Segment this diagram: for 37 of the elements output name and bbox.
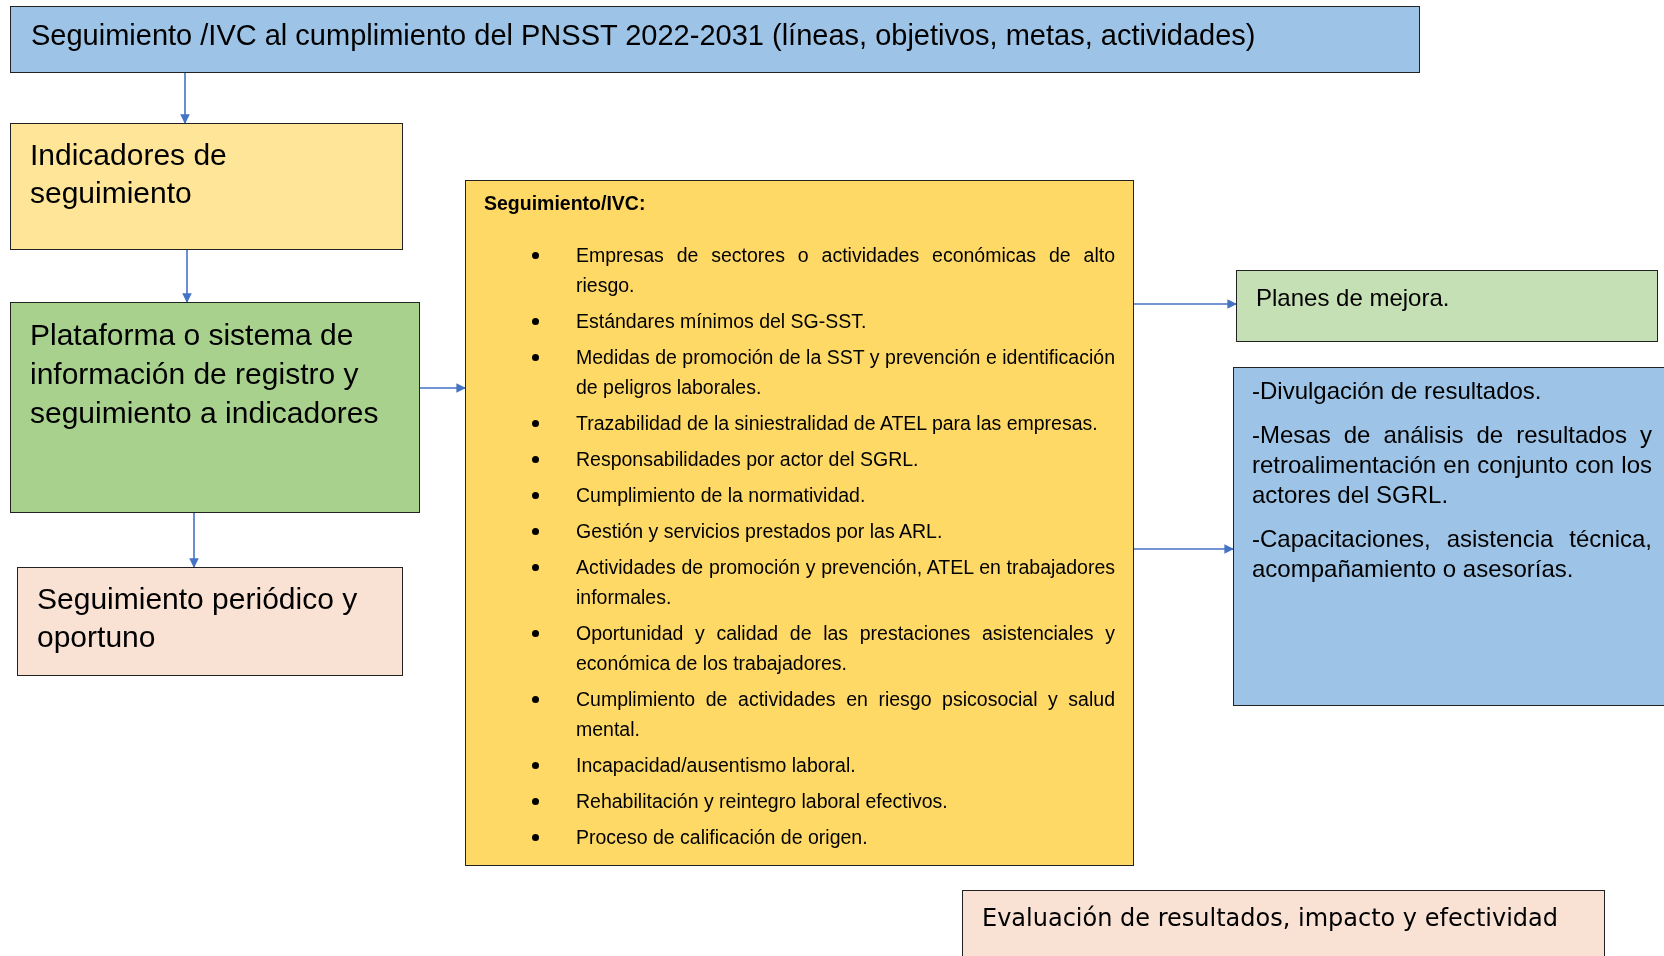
list-item: Gestión y servicios prestados por las ARL. [576,519,944,545]
arrow [1133,544,1234,554]
list-box [465,180,1134,866]
box-text: Evaluación de resultados, impacto y efectividad [982,903,1559,933]
process-box [10,302,420,513]
list-item: Cumplimiento de actividades en riesgo psicosocial y salud mental. [576,687,1115,743]
result-box [1233,367,1664,706]
list-heading: Seguimiento/IVC: [484,191,647,216]
arrow [182,249,192,303]
box-text: Planes de mejora. [1256,283,1451,313]
paragraph: -Divulgación de resultados. [1252,376,1543,406]
list-item: Medidas de promoción de la SST y prevención e identificación de peligros laborales. [576,345,1115,401]
arrow [180,72,190,124]
paragraph: -Mesas de análisis de resultados y retroalimentación en conjunto con los actores del SGRL. [1252,420,1652,510]
list-item: Estándares mínimos del SG-SST. [576,309,868,335]
process-box [17,567,403,676]
list-item: Rehabilitación y reintegro laboral efectivos. [576,789,949,815]
list-item: Empresas de sectores o actividades económicas de alto riesgo. [576,243,1115,299]
list-item: Proceso de calificación de origen. [576,825,869,851]
list-item: Actividades de promoción y prevención, ATEL en trabajadores informales. [576,555,1115,611]
process-box [962,890,1605,956]
list-item: Oportunidad y calidad de las prestaciones asistenciales y económica de los trabajadores. [576,621,1115,677]
process-box [10,123,403,250]
list-item: Responsabilidades por actor del SGRL. [576,447,920,473]
arrow [419,383,466,393]
paragraph: -Capacitaciones, asistencia técnica, acompañamiento o asesorías. [1252,524,1652,584]
arrow [1133,299,1237,309]
arrow [189,512,199,568]
box-text: Seguimiento /IVC al cumplimiento del PNSST 2022-2031 (líneas, objetivos, metas, actividades) [31,18,1257,53]
box-text: Plataforma o sistema de información de registro y seguimiento a indicadores [30,317,380,431]
list-item: Cumplimiento de la normatividad. [576,483,867,509]
box-text: Indicadores de seguimiento [30,137,228,211]
title-box [10,6,1420,73]
box-text: Seguimiento periódico y oportuno [37,581,359,655]
result-box [1236,270,1658,342]
list-item: Trazabilidad de la siniestralidad de ATEL para las empresas. [576,411,1099,437]
list-item: Incapacidad/ausentismo laboral. [576,753,857,779]
